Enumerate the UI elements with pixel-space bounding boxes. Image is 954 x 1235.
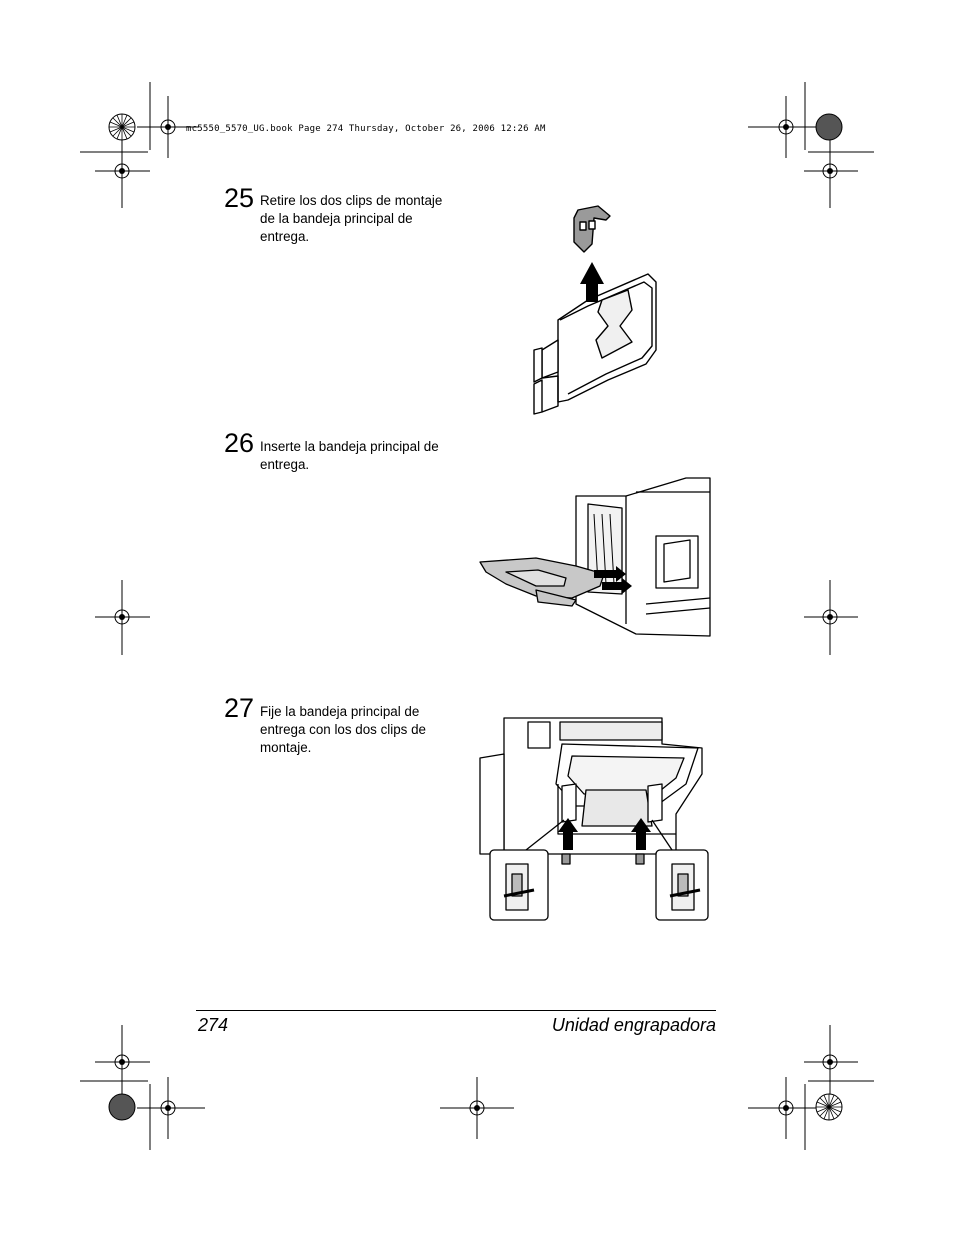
step-instruction: Inserte la bandeja principal de entrega.: [260, 439, 439, 472]
step-number: 27: [224, 693, 255, 723]
step-number: 26: [224, 428, 255, 458]
footer-rule: [196, 1010, 716, 1011]
step-instruction: Retire los dos clips de montaje de la ba…: [260, 193, 443, 244]
step-number: 25: [224, 183, 255, 213]
tray-clip-removal-illustration: [533, 205, 657, 415]
step-instruction: Fije la bandeja principal de entrega con…: [260, 704, 426, 755]
section-title: Unidad engrapadora: [551, 1015, 716, 1035]
page-number: 274: [198, 1015, 229, 1035]
print-header: mc5550_5570_UG.book Page 274 Thursday, O…: [186, 124, 546, 134]
tray-insertion-illustration: [479, 477, 711, 637]
clip-fixing-illustration: [479, 717, 709, 921]
